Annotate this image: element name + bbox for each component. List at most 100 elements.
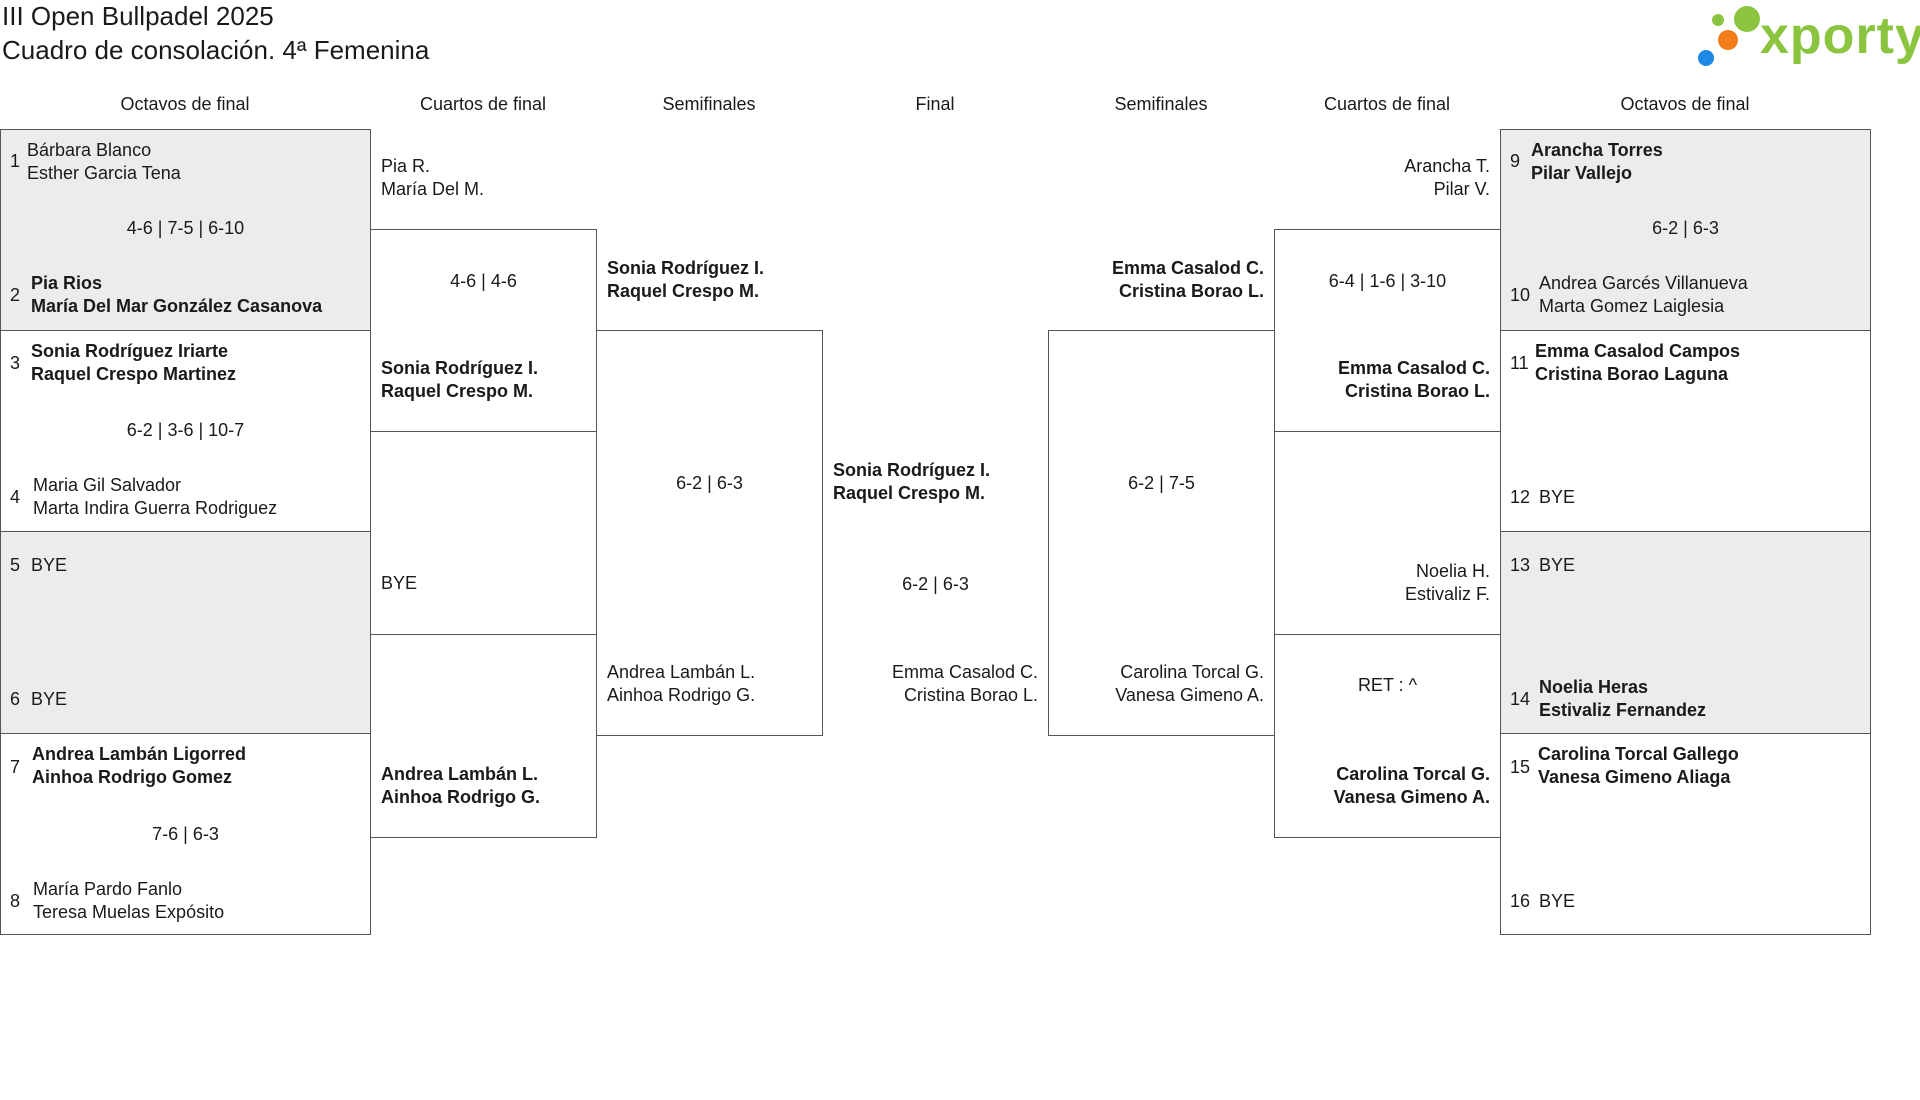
logo-dot-small <box>1712 14 1724 26</box>
team-player: BYE <box>381 573 418 593</box>
seed-number: 2 <box>10 285 21 305</box>
team-player: Sonia Rodríguez I. <box>381 358 539 378</box>
team-player: Ainhoa Rodrigo G. <box>607 685 756 705</box>
team-player: Carolina Torcal G. <box>1120 662 1264 682</box>
logo-dot-green <box>1734 6 1760 32</box>
team-player: Pia R. <box>381 156 431 176</box>
seed-number: 10 <box>1510 285 1531 305</box>
match-score: 6-4 | 1-6 | 3-10 <box>1328 271 1447 291</box>
team-player: María Del Mar González Casanova <box>31 296 323 316</box>
bracket-connector-left-sf <box>596 330 823 736</box>
team-player: BYE <box>31 689 68 709</box>
team-player: Carolina Torcal G. <box>1336 764 1490 784</box>
col-header-final: Final <box>915 94 955 114</box>
col-header-sf-left: Semifinales <box>662 94 756 114</box>
team-player: BYE <box>31 555 68 575</box>
team-player: Raquel Crespo Martinez <box>31 364 237 384</box>
final-runner-up: Cristina Borao L. <box>903 685 1038 705</box>
team-player: Emma Casalod C. <box>1111 258 1264 278</box>
col-header-r16-left: Octavos de final <box>120 94 250 114</box>
team-player: Emma Casalod C. <box>1337 358 1490 378</box>
seed-number: 9 <box>1510 151 1521 171</box>
seed-number: 15 <box>1510 757 1531 777</box>
team-player: BYE <box>1539 891 1576 911</box>
match-score: RET : ^ <box>1357 675 1418 695</box>
tournament-title: III Open Bullpadel 2025 <box>2 1 274 31</box>
team-player: Pilar Vallejo <box>1531 163 1633 183</box>
team-player: Cristina Borao L. <box>1344 381 1490 401</box>
match-score: 6-2 | 7-5 <box>1128 473 1195 493</box>
seed-number: 6 <box>10 689 21 709</box>
draw-subtitle: Cuadro de consolación. 4ª Femenina <box>2 35 430 65</box>
team-player: Arancha T. <box>1404 156 1490 176</box>
bracket-connector-right-sf <box>1048 330 1275 736</box>
match-score: 4-6 | 7-5 | 6-10 <box>126 218 245 238</box>
seed-number: 12 <box>1510 487 1531 507</box>
team-player: María Pardo Fanlo <box>33 879 183 899</box>
match-box-left-r16-3 <box>0 531 371 734</box>
seed-number: 4 <box>10 487 21 507</box>
final-runner-up: Emma Casalod C. <box>891 662 1038 682</box>
logo-text: xporty <box>1760 7 1920 65</box>
team-player: Pia Rios <box>31 273 103 293</box>
team-player: Marta Gomez Laiglesia <box>1539 296 1725 316</box>
team-player: Arancha Torres <box>1531 140 1663 160</box>
team-player: Raquel Crespo M. <box>381 381 534 401</box>
team-player: Raquel Crespo M. <box>607 281 760 301</box>
match-score: 6-2 | 3-6 | 10-7 <box>126 420 245 440</box>
team-player: Pilar V. <box>1433 179 1490 199</box>
team-player: Noelia H. <box>1415 561 1490 581</box>
team-player: Estivaliz F. <box>1404 584 1490 604</box>
xporty-logo: xporty <box>1698 4 1920 68</box>
team-player: Andrea Garcés Villanueva <box>1539 273 1748 293</box>
team-player: Maria Gil Salvador <box>33 475 182 495</box>
match-score: 6-2 | 6-3 <box>676 473 743 493</box>
team-player: Vanesa Gimeno A. <box>1333 787 1490 807</box>
match-box-right-r16-4 <box>1500 733 1871 935</box>
seed-number: 14 <box>1510 689 1531 709</box>
seed-number: 13 <box>1510 555 1531 575</box>
team-player: Bárbara Blanco <box>27 140 152 160</box>
team-player: Andrea Lambán L. <box>381 764 539 784</box>
final-winner: Raquel Crespo M. <box>833 483 986 503</box>
col-header-r16-right: Octavos de final <box>1620 94 1750 114</box>
team-player: Andrea Lambán Ligorred <box>32 744 247 764</box>
match-box-left-r16-1 <box>0 129 371 331</box>
match-score: 4-6 | 4-6 <box>450 271 517 291</box>
team-player: BYE <box>1539 487 1576 507</box>
seed-number: 5 <box>10 555 21 575</box>
logo-dot-orange <box>1718 30 1738 50</box>
final-winner: Sonia Rodríguez I. <box>833 460 991 480</box>
col-header-qf-right: Cuartos de final <box>1323 94 1451 114</box>
team-player: Ainhoa Rodrigo G. <box>381 787 540 807</box>
team-player: Esther Garcia Tena <box>27 163 181 183</box>
match-box-right-r16-1 <box>1500 129 1871 331</box>
team-player: Teresa Muelas Expósito <box>33 902 225 922</box>
team-player: Vanesa Gimeno A. <box>1115 685 1264 705</box>
match-score: 6-2 | 6-3 <box>1652 218 1719 238</box>
team-player: Carolina Torcal Gallego <box>1538 744 1739 764</box>
bracket-connector-left-qf-2 <box>370 634 597 838</box>
team-player: Andrea Lambán L. <box>607 662 756 682</box>
team-player: Vanesa Gimeno Aliaga <box>1538 767 1731 787</box>
team-player: Marta Indira Guerra Rodriguez <box>33 498 278 518</box>
team-player: BYE <box>1539 555 1576 575</box>
team-player: Emma Casalod Campos <box>1535 341 1741 361</box>
final-score: 6-2 | 6-3 <box>902 574 969 594</box>
seed-number: 7 <box>10 757 21 777</box>
team-player: Noelia Heras <box>1539 677 1649 697</box>
logo-dot-blue <box>1698 50 1714 66</box>
seed-number: 8 <box>10 891 21 911</box>
seed-number: 1 <box>10 151 21 171</box>
team-player: Ainhoa Rodrigo Gomez <box>32 767 232 787</box>
team-player: Sonia Rodríguez Iriarte <box>31 341 229 361</box>
team-player: Sonia Rodríguez I. <box>607 258 765 278</box>
seed-number: 11 <box>1510 353 1529 373</box>
col-header-qf-left: Cuartos de final <box>419 94 547 114</box>
team-player: Cristina Borao Laguna <box>1535 364 1729 384</box>
team-player: María Del M. <box>381 179 485 199</box>
seed-number: 16 <box>1510 891 1531 911</box>
seed-number: 3 <box>10 353 21 373</box>
col-header-sf-right: Semifinales <box>1114 94 1208 114</box>
match-score: 7-6 | 6-3 <box>152 824 219 844</box>
